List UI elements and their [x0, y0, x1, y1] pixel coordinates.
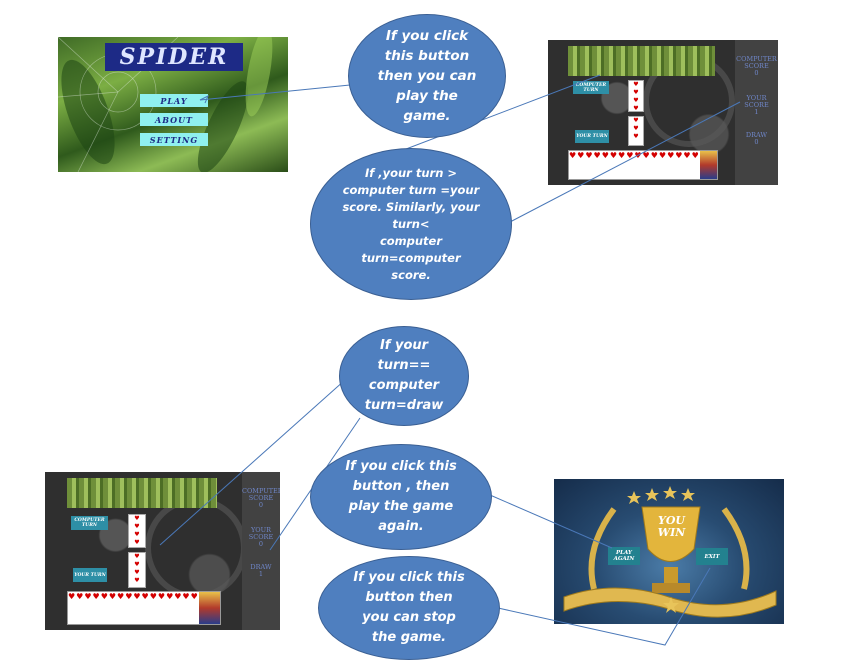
player-card: ♥♥♥ [628, 116, 644, 146]
grass-banner [568, 46, 715, 76]
callout-text: score. Similarly, your [342, 199, 480, 214]
callout-text: then you can [377, 68, 477, 84]
trophy-illustration [563, 486, 777, 618]
callout-text: computer turn =your [342, 182, 480, 197]
your-score-label: YOUR SCORE [744, 94, 769, 109]
callout-exit: If you click this button then you can st… [318, 556, 500, 660]
grass-banner [67, 478, 217, 508]
about-button[interactable]: ABOUT [140, 113, 208, 126]
exit-button[interactable]: EXIT [696, 548, 728, 565]
background-swirl [145, 497, 247, 599]
callout-text: If ,your turn > [364, 165, 458, 180]
computer-turn-button[interactable]: COMPUTER TURN [573, 81, 609, 94]
play-again-button[interactable]: PLAY AGAIN [608, 547, 640, 565]
computer-score-label: COMPUTER SCORE [736, 55, 777, 70]
setting-button[interactable]: SETTING [140, 133, 208, 146]
your-score-value: 1 [754, 108, 759, 116]
you-win-title: YOU WIN [649, 515, 694, 539]
your-turn-button[interactable]: YOUR TURN [73, 568, 107, 582]
card-hand[interactable]: ♥♥♥♥♥♥♥♥♥♥♥♥♥♥♥♥♥♥♥♥♥♥♥♥♥♥♥♥♥♥♥♥♥♥♥♥♥♥♥♥… [67, 591, 221, 625]
callout-text: turn== [377, 358, 431, 373]
callout-text: turn=computer [361, 250, 461, 265]
callout-text: If your [379, 338, 429, 353]
draw-value: 0 [754, 138, 759, 146]
your-score-value: 0 [258, 540, 264, 548]
draw-label: DRAW [745, 131, 768, 139]
callout-text: again. [378, 519, 424, 534]
callout-text: If you click [385, 28, 469, 44]
computer-score-value: 0 [258, 501, 264, 509]
game-screenshot-draw: COMPUTER SCORE 0 YOUR SCORE 0 DRAW 1 COM… [45, 472, 280, 630]
you-win-line2: WIN [657, 526, 686, 539]
callout-text: play the [396, 88, 458, 104]
card-hand[interactable]: ♥♥♥♥♥♥♥♥♥♥♥♥♥♥♥♥♥♥♥♥♥♥♥♥♥♥♥♥♥♥♥♥♥♥♥♥♥♥♥♥… [568, 150, 718, 180]
player-card: ♥♥♥♥ [128, 552, 146, 588]
callout-text: play the game [348, 499, 454, 514]
callout-text: If you click this [353, 570, 465, 585]
you-win-screenshot: YOU WIN PLAY AGAIN EXIT [554, 479, 784, 624]
game-screenshot-score: COMPUTER SCORE 0 YOUR SCORE 1 DRAW 0 COM… [548, 40, 778, 185]
callout-text: turn< [392, 216, 430, 231]
callout-play: If you click this button then you can pl… [348, 14, 506, 138]
computer-card: ♥♥♥♥ [128, 514, 146, 548]
spider-menu-screenshot: SPIDER PLAY ABOUT SETTING [58, 37, 288, 172]
callout-text: button then [365, 590, 453, 605]
your-score-label: YOUR SCORE [248, 526, 274, 541]
callout-text: game. [403, 108, 451, 124]
score-panel: COMPUTER SCORE 0 YOUR SCORE 1 DRAW 0 [735, 40, 778, 185]
score-panel: COMPUTER SCORE 0 YOUR SCORE 0 DRAW 1 [242, 472, 280, 630]
callout-text: computer [379, 233, 443, 248]
play-button[interactable]: PLAY [140, 94, 208, 107]
callout-text: the game. [371, 630, 447, 645]
callout-text: If you click this [345, 459, 457, 474]
callout-text: button , then [352, 479, 450, 494]
game-title: SPIDER [105, 43, 243, 71]
computer-card: ♥♥♥♥ [628, 80, 644, 112]
callout-play-again: If you click this button , then play the… [310, 444, 492, 550]
draw-label: DRAW [250, 563, 272, 571]
callout-text: you can stop [362, 610, 456, 625]
callout-score: If ,your turn > computer turn =your scor… [310, 148, 512, 300]
callout-draw: If your turn== computer turn=draw [339, 326, 469, 426]
callout-text: this button [384, 48, 470, 64]
callout-text: computer [368, 378, 440, 393]
draw-value: 1 [258, 570, 264, 578]
your-turn-button[interactable]: YOUR TURN [575, 130, 609, 143]
callout-text: turn=draw [364, 398, 444, 413]
callout-text: score. [391, 267, 431, 282]
computer-score-value: 0 [754, 69, 759, 77]
computer-turn-button[interactable]: COMPUTER TURN [71, 516, 108, 530]
computer-score-label: COMPUTER SCORE [242, 487, 280, 502]
you-win-line1: YOU [657, 514, 686, 527]
